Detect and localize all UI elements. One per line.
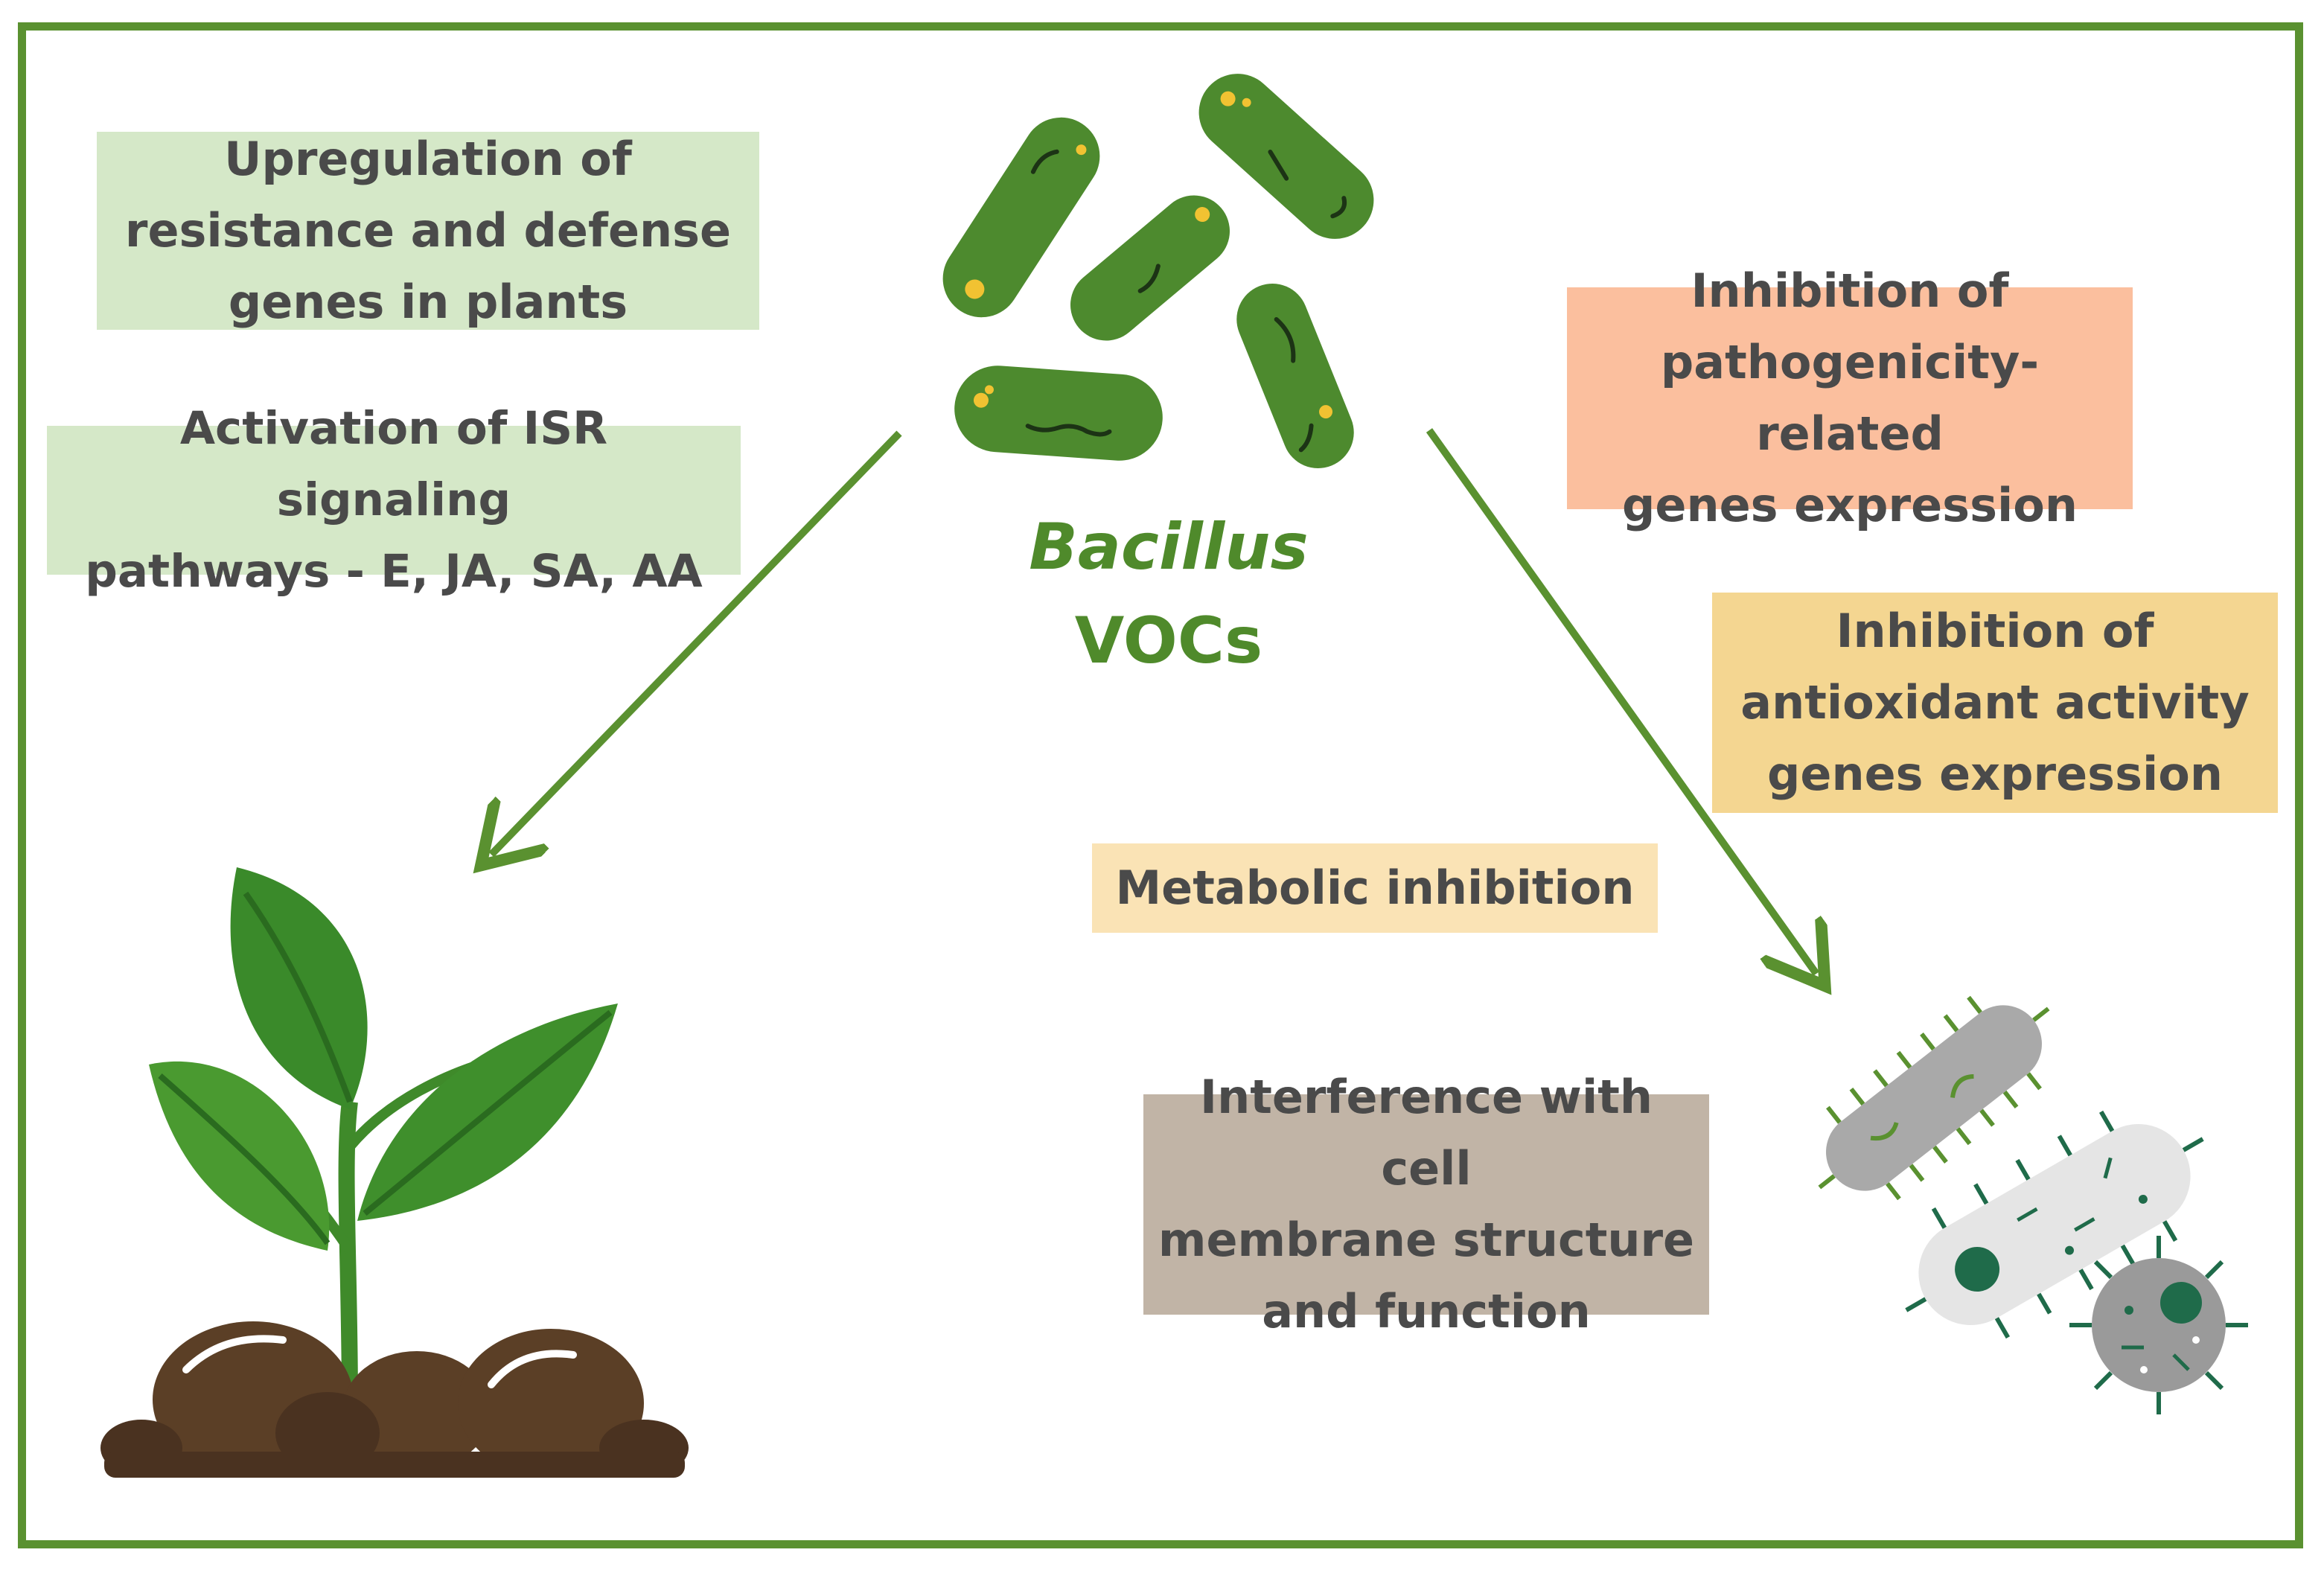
bacillus-cluster-icon <box>942 74 1374 469</box>
antioxidant-line2: antioxidant activity <box>1740 675 2250 730</box>
box-isr-activation: Activation of ISR signaling pathways - E… <box>47 402 741 598</box>
upregulation-line3: genes in plants <box>228 275 628 329</box>
isr-line2: pathways - E, JA, SA, AA <box>85 545 703 598</box>
antioxidant-line3: genes expression <box>1767 747 2223 801</box>
pathogenicity-line1: Inhibition of <box>1691 264 2009 318</box>
box-pathogenicity-inhibition: Inhibition of pathogenicity-related gene… <box>1567 264 2133 532</box>
box-antioxidant-inhibition: Inhibition of antioxidant activity genes… <box>1712 593 2278 813</box>
box-upregulation: Upregulation of resistance and defense g… <box>97 132 759 330</box>
membrane-line2: membrane structure <box>1158 1213 1695 1267</box>
metabolic-line1: Metabolic inhibition <box>1115 861 1635 915</box>
pathogenicity-line2: pathogenicity-related <box>1660 335 2040 461</box>
box-membrane-interference: Interference with cell membrane structur… <box>1143 1070 1709 1338</box>
antioxidant-line1: Inhibition of <box>1836 604 2154 658</box>
center-title: Bacillus VOCs <box>997 500 1340 688</box>
title-compounds: VOCs <box>1074 604 1263 678</box>
pathogen-cluster-icon <box>1818 995 2248 1414</box>
upregulation-line1: Upregulation of <box>224 132 632 186</box>
title-organism: Bacillus <box>1029 510 1309 584</box>
pathogenicity-line3: genes expression <box>1622 478 2078 532</box>
membrane-line1: Interference with cell <box>1200 1070 1653 1196</box>
diagram-frame <box>18 22 2303 1548</box>
isr-line1: Activation of ISR signaling <box>179 402 608 526</box>
arrow-to-plant <box>491 430 902 855</box>
box-metabolic-inhibition: Metabolic inhibition <box>1092 843 1658 933</box>
upregulation-line2: resistance and defense <box>124 203 732 258</box>
seedling-icon <box>100 867 689 1478</box>
arrow-to-pathogen <box>1426 428 1816 974</box>
membrane-line3: and function <box>1262 1284 1591 1338</box>
